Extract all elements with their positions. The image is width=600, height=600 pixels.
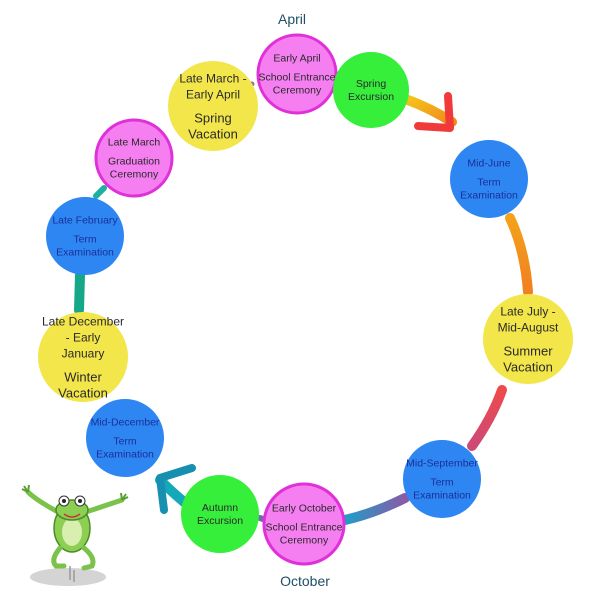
event-name: Ceremony [280, 535, 329, 547]
event-name: Winter [64, 369, 102, 384]
event-node-winter-vacation: Late December - EarlyJanuaryWinterVacatio… [38, 312, 128, 402]
event-period: Late March [108, 137, 161, 149]
event-name: Ceremony [110, 169, 159, 181]
event-period: Late March - [179, 71, 246, 85]
event-period: - Early [66, 330, 101, 344]
event-circle [256, 33, 338, 115]
event-name: Vacation [188, 126, 238, 141]
event-circle [262, 482, 346, 566]
event-name: Spring [356, 78, 387, 90]
arc-june-to-july [505, 213, 533, 297]
event-circle [403, 440, 481, 518]
month-label-april: April [278, 11, 306, 27]
event-name: Excursion [348, 91, 394, 103]
event-period: Mid-December [91, 417, 160, 429]
event-period: Early April [273, 53, 320, 65]
event-name: Spring [194, 110, 232, 125]
event-circle [46, 197, 124, 275]
event-circle [181, 475, 259, 553]
arrowhead-red-icon [414, 92, 454, 132]
event-name: Term [113, 436, 137, 448]
event-period: January [62, 346, 105, 360]
arc-february-to-december [74, 270, 85, 315]
event-name: Autumn [202, 502, 238, 514]
event-period: Early October [272, 503, 337, 515]
event-name: Term [477, 177, 501, 189]
event-period: Mid-September [406, 458, 478, 470]
event-name: Term [430, 477, 454, 489]
event-period: Late December [42, 314, 124, 328]
event-circle [483, 294, 573, 384]
event-name: Vacation [503, 359, 553, 374]
month-label-october: October [280, 573, 330, 589]
event-circle [38, 312, 128, 402]
event-name: Examination [413, 490, 471, 502]
arc-september-to-october [340, 493, 410, 525]
event-period: Late February [52, 215, 118, 227]
event-name: Summer [503, 343, 553, 358]
arc-february-to-march [93, 185, 107, 199]
jumping-frog-icon [21, 484, 129, 586]
event-name: Vacation [58, 385, 108, 400]
event-name: School Entrance [258, 72, 335, 84]
event-circle [450, 140, 528, 218]
event-period: Late July - [500, 304, 555, 318]
event-name: Ceremony [273, 85, 322, 97]
event-circle [333, 52, 409, 128]
arc-august-to-september [467, 385, 507, 451]
event-name: Excursion [197, 515, 243, 527]
arrowhead-teal-icon [156, 464, 196, 514]
event-circle [168, 61, 258, 151]
event-period: Early April [186, 87, 240, 101]
event-name: Examination [56, 247, 114, 259]
event-circle [94, 118, 174, 198]
event-period: Mid-June [467, 158, 510, 170]
event-name: Examination [96, 449, 154, 461]
event-period: Mid-August [498, 320, 559, 334]
event-name: Term [73, 234, 97, 246]
event-name: School Entrance [265, 522, 342, 534]
event-circle [86, 399, 164, 477]
event-name: Examination [460, 190, 518, 202]
event-name: Graduation [108, 156, 160, 168]
